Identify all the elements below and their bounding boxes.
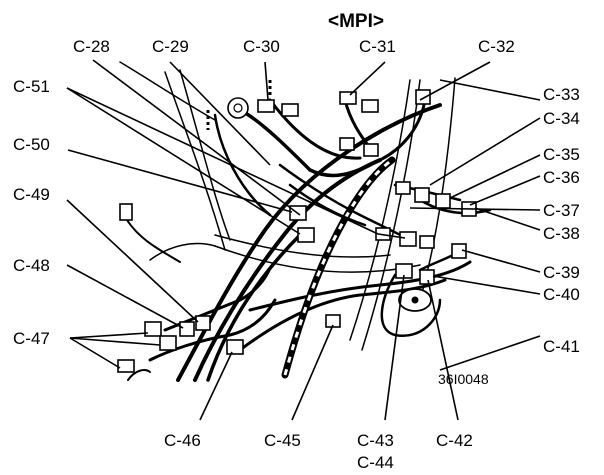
- connector-c47-body-c: [117, 359, 135, 373]
- connector-c48-body-b: [195, 315, 211, 331]
- label-c31: C-31: [359, 37, 396, 56]
- label-c41: C-41: [543, 337, 580, 356]
- label-c49: C-49: [13, 185, 50, 204]
- wiring-harness: [119, 61, 492, 382]
- label-c51: C-51: [13, 77, 50, 96]
- label-c36: C-36: [543, 168, 580, 187]
- connector-c30-body-a: [257, 99, 275, 113]
- label-c34: C-34: [543, 109, 580, 128]
- label-c32: C-32: [478, 37, 515, 56]
- connector-c34-body: [395, 181, 411, 195]
- label-c37: C-37: [543, 201, 580, 220]
- label-c28: C-28: [73, 37, 110, 56]
- connector-c48-body-a: [179, 321, 195, 337]
- connector-c38b-body: [419, 235, 435, 249]
- label-c39: C-39: [543, 263, 580, 282]
- label-c43: C-43: [357, 431, 394, 450]
- connector-c51-body: [297, 227, 315, 243]
- label-c38: C-38: [543, 224, 580, 243]
- label-c30: C-30: [243, 37, 280, 56]
- connector-c47-body-a: [144, 321, 162, 337]
- connector-c46-body: [226, 339, 244, 355]
- connector-c38a-body: [399, 231, 417, 247]
- connector-c29-body: [363, 143, 379, 157]
- figure-code: 36I0048: [438, 371, 489, 387]
- connector-c28-body: [339, 137, 355, 151]
- connector-c35-body: [414, 187, 430, 203]
- label-c48: C-48: [13, 256, 50, 275]
- connector-c49-body: [119, 203, 133, 221]
- label-c42: C-42: [436, 431, 473, 450]
- diagram-title: <MPI>: [328, 11, 384, 32]
- connector-bodies: [117, 89, 477, 373]
- connector-c32-body: [415, 89, 431, 105]
- label-c46: C-46: [164, 431, 201, 450]
- connector-labels: C-28 C-29 C-30 C-31 C-32 C-33 C-34 C-35 …: [13, 37, 580, 472]
- connector-c31-body-b: [361, 99, 379, 113]
- connector-c42-body: [419, 269, 435, 285]
- label-c50: C-50: [13, 135, 50, 154]
- label-c45: C-45: [264, 431, 301, 450]
- connector-c47-body-b: [159, 335, 177, 351]
- connector-c30-body-b: [281, 103, 299, 117]
- label-c29: C-29: [152, 37, 189, 56]
- label-c44: C-44: [357, 453, 394, 472]
- label-c33: C-33: [543, 85, 580, 104]
- connector-c36-body: [435, 193, 451, 209]
- label-c47: C-47: [13, 329, 50, 348]
- label-c40: C-40: [543, 285, 580, 304]
- leader-lines: [66, 59, 541, 421]
- connector-c31-body-a: [339, 91, 357, 105]
- label-c35: C-35: [543, 145, 580, 164]
